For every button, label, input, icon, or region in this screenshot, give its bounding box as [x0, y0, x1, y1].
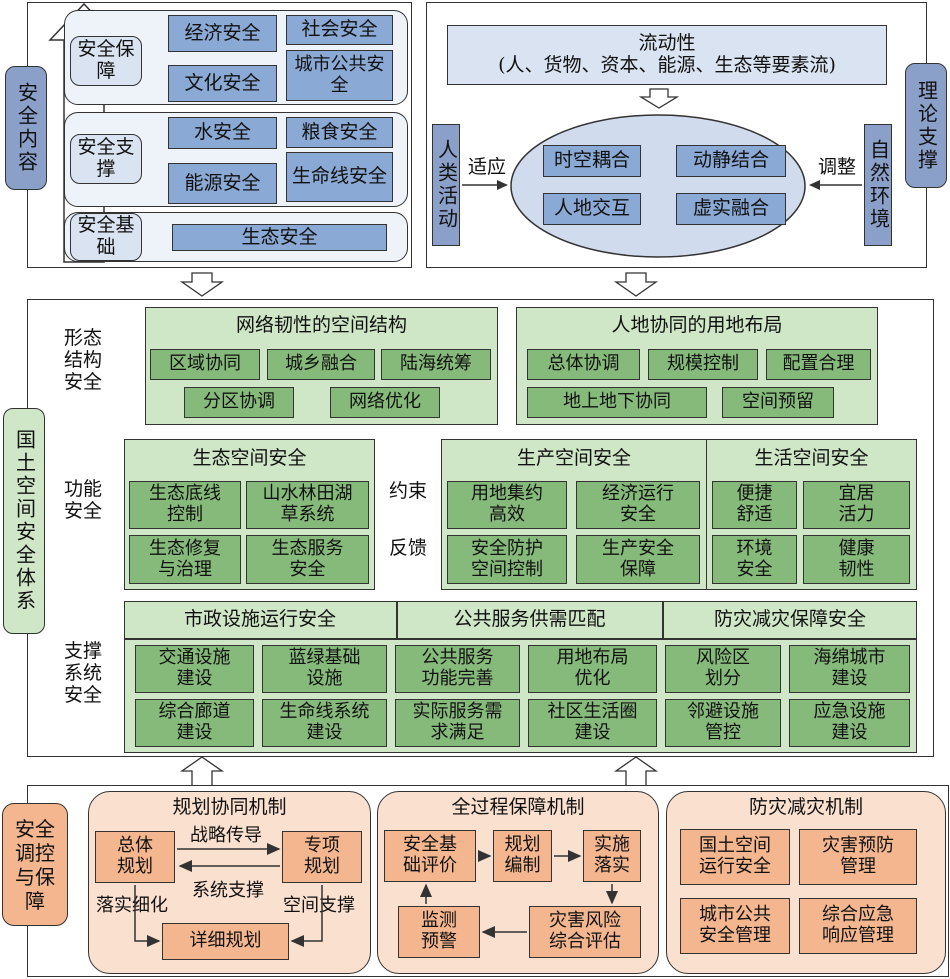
urban-public-safety-management: 城市公共 安全管理: [680, 898, 790, 954]
service-demand: 实际服务需 求满足: [395, 699, 520, 747]
blue-green-infra: 蓝绿基础 设施: [262, 645, 387, 693]
level-label-support: 安全支撑: [70, 134, 142, 184]
land-layout-optimization: 用地布局 优化: [528, 645, 657, 693]
disaster-risk-assessment: 灾害风险 综合评估: [529, 906, 641, 958]
above-underground-coordination: 地上地下协同: [527, 387, 707, 418]
whole-process-title: 全过程保障机制: [451, 796, 585, 819]
space-reservation: 空间预留: [722, 387, 834, 418]
adapt-label: 适应: [468, 156, 507, 178]
feedback-label: 反馈: [389, 537, 428, 559]
eco-baseline-control: 生态底线 控制: [129, 481, 241, 529]
emergency-facility: 应急设施 建设: [789, 699, 910, 747]
land-use-layout-title: 人地协同的用地布局: [611, 314, 783, 337]
living-space-title: 生活空间安全: [754, 447, 869, 470]
mobility-title: 流动性: [638, 32, 696, 55]
community-life-circle: 社区生活圈 建设: [528, 699, 657, 747]
national-spatial-security-label: 国土空间安全体系: [3, 408, 45, 634]
spatial-support-label: 空间支撑: [283, 895, 355, 916]
overall-coordination: 总体协调: [527, 349, 640, 380]
economic-security: 经济安全: [168, 15, 277, 52]
intensive-land-use: 用地集约 高效: [447, 481, 567, 529]
zoning-coordination: 分区协调: [184, 387, 294, 418]
implement-detail-label: 落实细化: [96, 895, 168, 916]
spatiotemporal-coupling: 时空耦合: [543, 145, 641, 177]
level-label-guarantee: 安全保障: [70, 36, 142, 86]
eco-service-security: 生态服务 安全: [246, 535, 369, 584]
regional-coordination: 区域协同: [150, 349, 260, 380]
food-security: 粮食安全: [286, 117, 393, 148]
public-service-head: 公共服务供需匹配: [453, 608, 606, 631]
lifeline-system: 生命线系统 建设: [262, 699, 387, 747]
support-divider-1: [396, 601, 398, 639]
lifeline-security: 生命线安全: [286, 152, 393, 202]
overall-planning: 总体 规划: [95, 831, 175, 883]
economic-operation-security: 经济运行 安全: [576, 481, 700, 529]
support-divider-2: [662, 601, 664, 639]
environmental-safety: 环境 安全: [712, 535, 797, 584]
human-activity: 人类活动: [432, 124, 460, 246]
planning-coordination-title: 规划协同机制: [172, 796, 287, 819]
production-safety: 生产安全 保障: [576, 535, 700, 584]
urban-rural-integration: 城乡融合: [267, 349, 375, 380]
transport-facility: 交通设施 建设: [135, 645, 254, 693]
plan-compilation: 规划 编制: [493, 830, 552, 882]
spatial-operation-security: 国土空间 运行安全: [680, 829, 790, 885]
adjust-label: 调整: [818, 156, 857, 178]
dynamic-static-combination: 动静结合: [676, 145, 786, 177]
implementation: 实施 落实: [583, 830, 641, 882]
mobility-box: 流动性 (人、货物、资本、能源、生态等要素流): [447, 25, 887, 85]
livable-vitality: 宜居 活力: [803, 481, 910, 529]
monitoring-warning: 监测 预警: [398, 906, 480, 958]
support-system-label: 支撑系统安全: [63, 640, 102, 706]
human-land-interaction: 人地交互: [543, 193, 641, 225]
protective-space-control: 安全防护 空间控制: [447, 535, 567, 584]
land-sea-coordination: 陆海统筹: [381, 349, 491, 380]
cultural-security: 文化安全: [168, 65, 277, 102]
energy-security: 能源安全: [168, 163, 277, 204]
municipal-facility-head: 市政设施运行安全: [183, 608, 336, 631]
system-support-label: 系统支撑: [192, 880, 264, 901]
constraint-label: 约束: [389, 480, 428, 502]
security-control-label: 安全调控与保障: [2, 803, 68, 926]
ecological-security: 生态安全: [172, 224, 387, 251]
eco-restoration: 生态修复 与治理: [129, 535, 241, 584]
disaster-mechanism-title: 防灾减灾机制: [748, 796, 863, 819]
convenient-comfort: 便捷 舒适: [712, 481, 797, 529]
disaster-prevention-head: 防灾减灾保障安全: [713, 608, 866, 631]
scale-control: 规模控制: [648, 349, 758, 380]
disaster-prevention-management: 灾害预防 管理: [799, 829, 917, 885]
natural-environment: 自然环境: [864, 124, 892, 246]
water-security: 水安全: [168, 117, 277, 149]
strategy-transmission-label: 战略传导: [190, 825, 262, 846]
level-label-foundation: 安全基础: [70, 213, 142, 261]
public-service-function: 公共服务 功能完善: [395, 645, 520, 693]
function-security-label: 功能安全: [63, 478, 102, 522]
special-planning: 专项 规划: [282, 831, 362, 883]
form-structure-label: 形态结构安全: [63, 327, 102, 393]
eco-space-title: 生态空间安全: [192, 447, 307, 470]
sponge-city: 海绵城市 建设: [789, 645, 910, 693]
social-security: 社会安全: [286, 15, 393, 45]
utility-tunnel: 综合廊道 建设: [135, 699, 254, 747]
detailed-planning: 详细规划: [162, 923, 289, 960]
theory-support-label: 理论支撑: [905, 63, 947, 188]
security-content-label: 安全内容: [5, 66, 47, 190]
emergency-response-management: 综合应急 响应管理: [799, 898, 917, 954]
nimby-facility-control: 邻避设施 管控: [665, 699, 781, 747]
network-resilience-title: 网络韧性的空间结构: [235, 314, 407, 337]
urban-public-security: 城市公共安全: [286, 50, 393, 101]
health-resilience: 健康 韧性: [803, 535, 910, 584]
security-basis-evaluation: 安全基 础评价: [384, 830, 476, 882]
support-header-line: [124, 638, 917, 640]
reasonable-allocation: 配置合理: [766, 349, 871, 380]
mobility-subtitle: (人、货物、资本、能源、生态等要素流): [498, 54, 836, 76]
network-optimization: 网络优化: [330, 387, 440, 418]
mountain-water-system: 山水林田湖 草系统: [246, 481, 369, 529]
production-space-title: 生产空间安全: [516, 447, 631, 470]
risk-zone-division: 风险区 划分: [665, 645, 781, 693]
support-system-group: [124, 601, 917, 753]
virtual-real-fusion: 虚实融合: [676, 193, 786, 225]
